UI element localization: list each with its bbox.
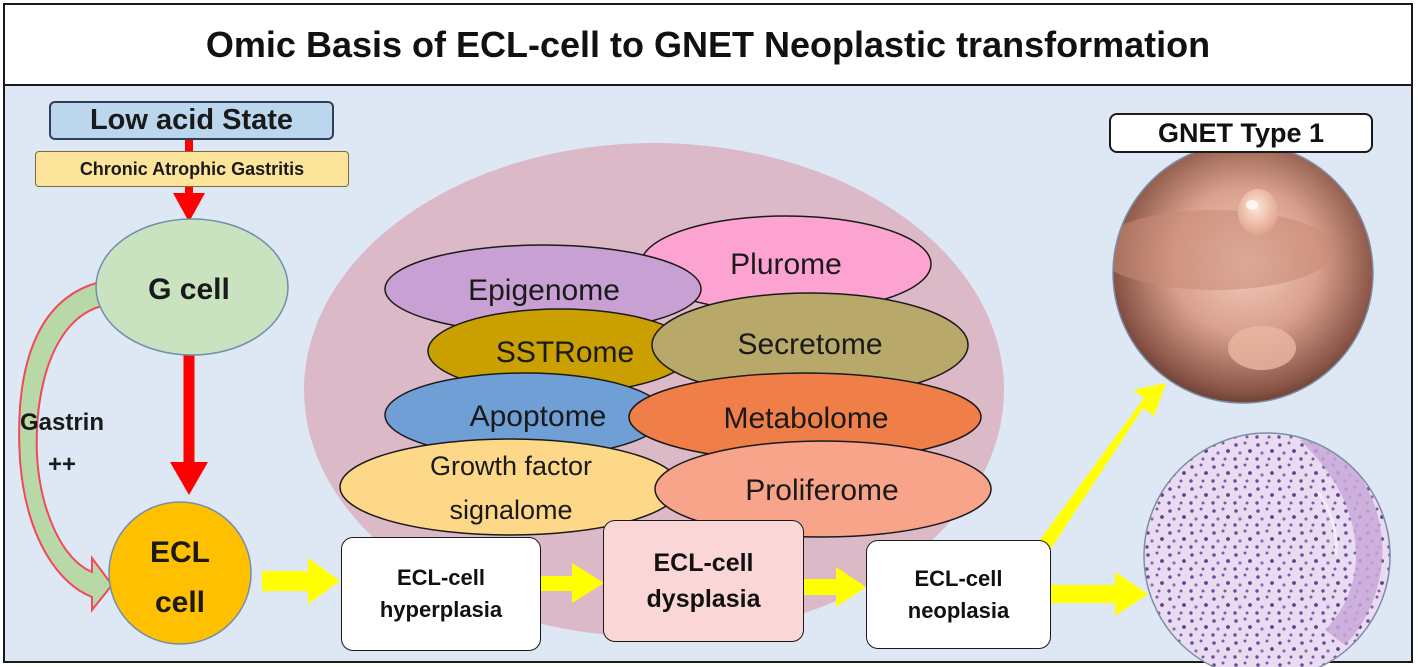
sstrome-label: SSTRome [496, 336, 634, 369]
yellow-arrow-dysplasia-to-neoplasia [804, 567, 866, 607]
dysplasia-label-line1: ECL-cell [653, 548, 754, 577]
yellow-arrow-hyperplasia-to-dysplasia [541, 563, 604, 603]
neoplasia-box: ECL-cell neoplasia [866, 540, 1051, 649]
gastrin-label: Gastrin [20, 409, 104, 436]
plurome-label: Plurome [730, 248, 842, 281]
metabolome-label: Metabolome [723, 402, 888, 435]
low-acid-state-label: Low acid State [89, 104, 294, 136]
yellow-arrow-ecl-to-hyperplasia [262, 558, 340, 604]
title-box: Omic Basis of ECL-cell to GNET Neoplasti… [3, 3, 1413, 86]
neoplasia-label-line2: neoplasia [907, 597, 1010, 623]
chronic-atrophic-gastritis-label: Chronic Atrophic Gastritis [79, 158, 305, 179]
dysplasia-label-line2: dysplasia [646, 585, 761, 613]
ecl-cell-label-line2: cell [155, 586, 205, 619]
histology-image-border [1143, 432, 1391, 667]
endoscopy-image [1113, 143, 1373, 403]
figure-title: Omic Basis of ECL-cell to GNET Neoplasti… [205, 23, 1211, 65]
neoplasia-label-line1: ECL-cell [914, 565, 1003, 591]
hyperplasia-box: ECL-cell hyperplasia [341, 537, 541, 651]
hyperplasia-label-line2: hyperplasia [379, 597, 503, 622]
secretome-label: Secretome [737, 328, 882, 361]
yellow-arrow-neoplasia-to-histology [1051, 572, 1148, 616]
g-cell-label: G cell [148, 273, 230, 306]
gastrin-plus-label: ++ [48, 451, 76, 478]
dysplasia-box: ECL-cell dysplasia [603, 520, 804, 642]
proliferome-ellipse [654, 440, 992, 538]
histology-image [1144, 433, 1390, 667]
proliferome-label: Proliferome [745, 474, 898, 507]
growth-factor-label-line1: Growth factor [430, 451, 592, 481]
low-acid-state-box: Low acid State [49, 101, 334, 140]
red-arrow-head-2 [170, 462, 208, 495]
gastrin-curved-arrow [18, 280, 114, 613]
ecl-cell-label-line1: ECL [150, 536, 210, 569]
red-arrow-head-1 [173, 193, 205, 222]
gnet-type-box: GNET Type 1 [1109, 113, 1373, 153]
ecl-cell-circle [108, 501, 252, 645]
yellow-arrow-neoplasia-to-endoscopy [1036, 383, 1166, 553]
apoptome-label: Apoptome [470, 400, 607, 433]
gnet-type-label: GNET Type 1 [1157, 117, 1325, 148]
chronic-atrophic-gastritis-box: Chronic Atrophic Gastritis [35, 151, 349, 187]
hyperplasia-label-line1: ECL-cell [396, 565, 486, 591]
epigenome-label: Epigenome [468, 274, 620, 307]
growth-factor-label-line2: signalome [449, 495, 572, 525]
g-cell-circle [95, 218, 289, 356]
